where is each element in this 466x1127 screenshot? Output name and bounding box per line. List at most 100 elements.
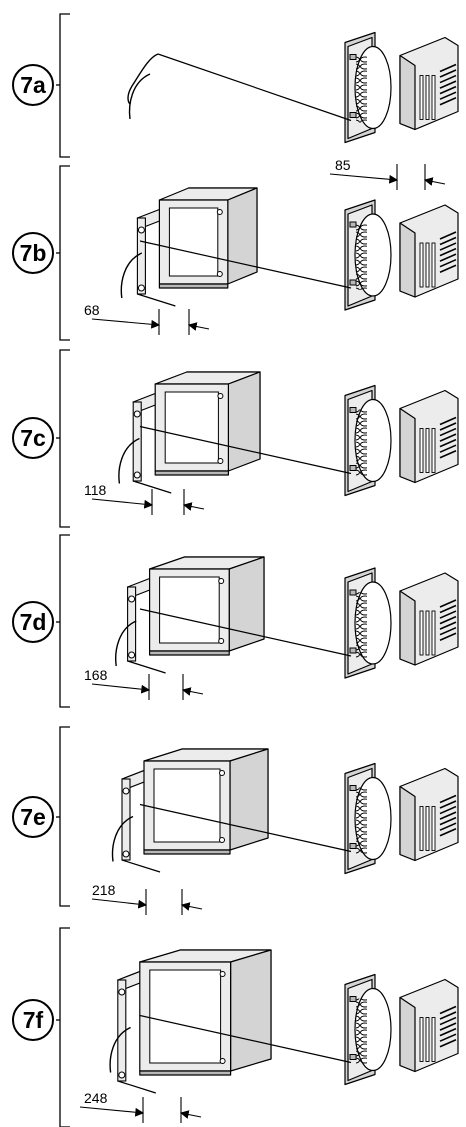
vent-cover-side: [399, 785, 416, 862]
step-label-circle: [12, 64, 54, 106]
dim-arrow-left: [91, 318, 161, 329]
spring-coil: [356, 592, 367, 658]
vent-slot: [425, 242, 430, 288]
wall-frame-bottom: [117, 1080, 156, 1094]
vent-cover-side: [399, 222, 416, 298]
step-label-circle: [12, 417, 54, 459]
grille-line: [439, 805, 457, 815]
step-label: 7a: [20, 72, 46, 98]
plate-tab: [349, 54, 357, 60]
vent-cover-side: [399, 407, 416, 484]
step-label: 7e: [20, 804, 46, 830]
spring-coil: [356, 998, 367, 1065]
step-7d: 7d 168: [12, 534, 459, 708]
wall-frame-bottom: [127, 660, 166, 674]
spacer-edge: [158, 283, 229, 289]
spacer-right: [227, 187, 258, 285]
grille-line: [439, 247, 457, 257]
vent-cover-side: [399, 996, 416, 1073]
cable-rod: [139, 425, 352, 475]
vent-slot: [425, 75, 430, 120]
step-label-circle: [12, 232, 54, 274]
grille-line: [439, 1016, 457, 1026]
step-bracket: [59, 165, 70, 341]
step-bracket: [59, 927, 70, 1127]
cable-end: [120, 252, 143, 299]
vent-slot: [431, 1017, 436, 1062]
grille-line: [439, 422, 457, 431]
step-bracket: [59, 349, 70, 528]
dimension-label: 68: [84, 302, 100, 318]
step-7a: 7a 85: [12, 13, 459, 190]
grille-line: [439, 449, 457, 459]
grille-line: [439, 264, 457, 273]
dim-arrow-left: [329, 173, 399, 184]
plate-tab: [349, 407, 357, 413]
grille-line: [439, 96, 457, 106]
grille-line: [439, 800, 457, 809]
spacer-opening: [164, 391, 219, 464]
spacer-edge: [139, 1070, 232, 1076]
grille-line: [439, 69, 457, 78]
plate-tab: [349, 589, 357, 596]
dimension-label: 248: [84, 1090, 108, 1106]
grille-line: [439, 74, 457, 84]
spring-coil: [356, 409, 367, 476]
step-label-circle: [12, 999, 54, 1041]
plate-tab: [349, 279, 357, 286]
step-label: 7f: [23, 1007, 44, 1033]
plate-tab: [349, 465, 357, 471]
vent-cover-side: [399, 590, 416, 666]
mount-hole: [219, 770, 225, 776]
screw-hole: [118, 1071, 126, 1079]
grille-line: [439, 827, 457, 837]
screw-hole: [122, 850, 130, 858]
vent-slot: [419, 428, 424, 473]
grille-line: [439, 242, 457, 251]
dim-arrow-left: [91, 498, 154, 509]
vent-slot: [431, 610, 436, 656]
cable-end: [128, 73, 151, 120]
mount-hole: [218, 638, 225, 644]
vent-slot: [419, 806, 424, 851]
grille-line: [439, 822, 457, 831]
grille-line: [439, 811, 457, 820]
screw-hole: [133, 471, 141, 479]
spacer-right: [227, 371, 261, 472]
screw-hole: [118, 988, 126, 996]
grille-line: [439, 599, 457, 608]
screw-hole: [137, 284, 145, 292]
grille-line: [439, 1038, 457, 1048]
dim-arrow-left: [79, 1106, 145, 1117]
spacer-edge: [154, 470, 229, 476]
spacer-edge: [143, 849, 231, 855]
dimension-label: 168: [84, 667, 108, 683]
cable-curl: [127, 53, 159, 105]
mount-hole: [217, 393, 224, 399]
dim-arrow-right: [179, 1110, 202, 1119]
screw-hole: [128, 595, 136, 603]
dimension-label: 85: [335, 157, 351, 173]
step-label: 7c: [20, 425, 46, 451]
step-7c: 7c 118: [12, 349, 459, 528]
step-label-circle: [12, 601, 54, 643]
spacer-opening: [149, 969, 222, 1064]
screw-hole: [133, 410, 141, 418]
spring-coil: [356, 56, 367, 123]
spacer-opening: [153, 768, 221, 843]
grille-line: [439, 1011, 457, 1020]
grille-line: [439, 444, 457, 453]
grille-line: [439, 1022, 457, 1031]
wall-frame-left: [121, 778, 131, 861]
plate-tab: [349, 112, 357, 118]
mount-hole: [216, 209, 223, 215]
dimension-label: 118: [84, 482, 107, 498]
mount-hole: [219, 971, 226, 977]
step-bracket: [59, 726, 70, 907]
dim-arrow-right: [182, 502, 205, 511]
step-label: 7d: [20, 609, 47, 635]
spring-coil: [356, 787, 367, 854]
cable-rod: [139, 1014, 352, 1064]
step-label-circle: [12, 796, 54, 838]
